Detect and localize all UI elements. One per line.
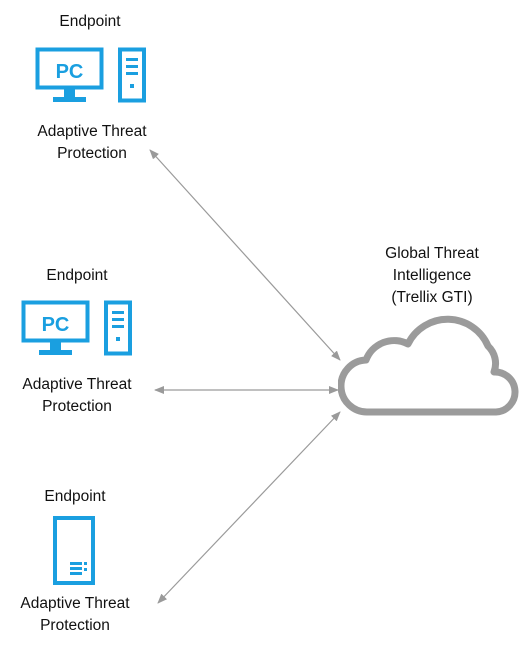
cloud-icon — [338, 315, 519, 416]
pc-label: PC — [42, 314, 70, 336]
cloud-label-line3: (Trellix GTI) — [391, 289, 473, 306]
endpoint-1-product-line1: Adaptive Threat — [37, 123, 147, 140]
endpoint-2-product-line2: Protection — [42, 398, 112, 415]
endpoint-3-title: Endpoint — [44, 488, 106, 505]
endpoint-1-product-line2: Protection — [57, 145, 127, 162]
endpoint-1-title: Endpoint — [59, 13, 121, 30]
endpoint-2-product-line1: Adaptive Threat — [22, 376, 132, 393]
cloud-label-line1: Global Threat — [385, 245, 479, 262]
endpoint-3-product-line2: Protection — [40, 617, 110, 634]
endpoint-2-title: Endpoint — [46, 267, 108, 284]
desktop-pc-tower-icon: PC — [21, 300, 132, 356]
desktop-pc-tower-icon: PC — [35, 47, 146, 103]
connection-arrow-1 — [149, 149, 341, 361]
endpoint-3-product-line1: Adaptive Threat — [20, 595, 130, 612]
connection-arrow-3 — [157, 411, 341, 604]
pc-label: PC — [56, 61, 84, 83]
server-icon — [53, 516, 95, 585]
cloud-label-line2: Intelligence — [392, 267, 472, 284]
